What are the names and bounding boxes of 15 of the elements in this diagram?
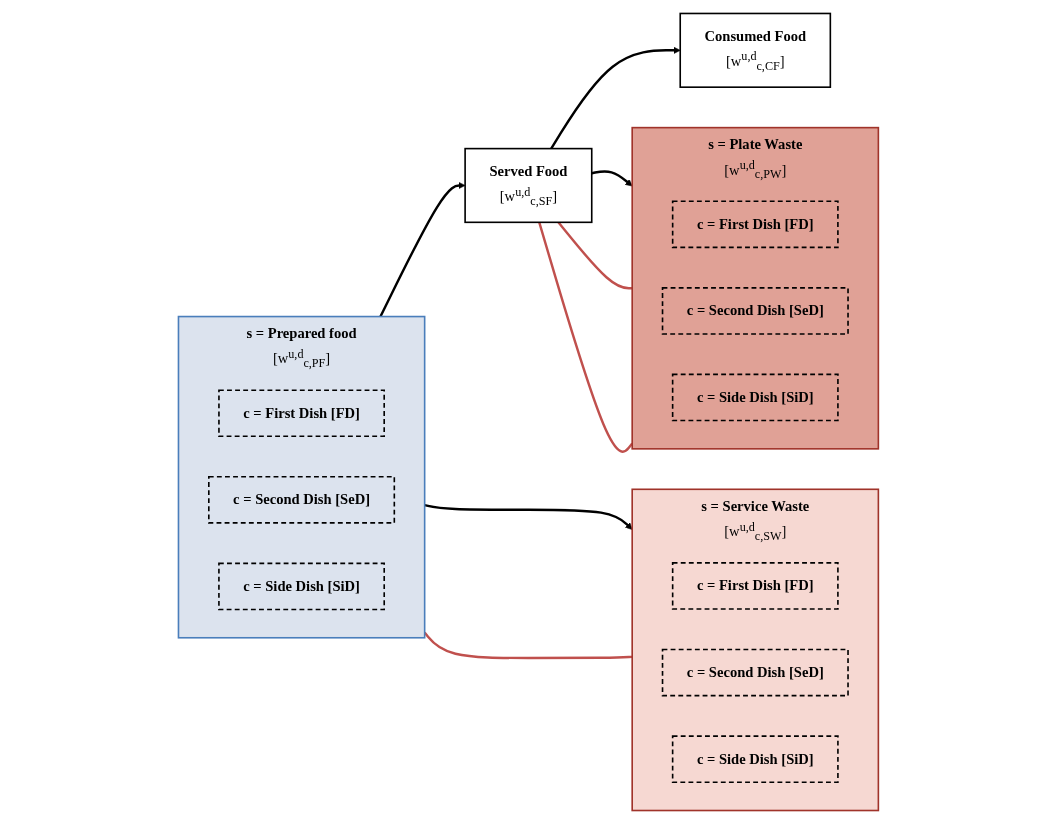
node-box: c = Second Dish [SeD] [207, 475, 395, 524]
node-box: c = Second Dish [SeD] [661, 648, 849, 696]
node-box: c = First Dish [FD] [217, 388, 385, 437]
node-box: c = Second Dish [SeD] [661, 286, 849, 335]
connector [557, 221, 632, 289]
node-box: Served Food [w$^{u,d}$$_{c,SF}$] [463, 147, 593, 223]
arrow [378, 181, 465, 317]
connector [537, 221, 633, 453]
node-box: c = First Dish [FD] [671, 199, 839, 248]
node-box: Consumed Food [w$^{u,d}$$_{c,CF}$] [679, 12, 831, 88]
node-box: c = Side Dish [SiD] [671, 373, 839, 421]
node-box: c = Side Dish [SiD] [671, 734, 839, 783]
node-box: c = First Dish [FD] [671, 561, 839, 610]
connector [423, 631, 632, 659]
node-box: c = Side Dish [SiD] [217, 562, 385, 610]
